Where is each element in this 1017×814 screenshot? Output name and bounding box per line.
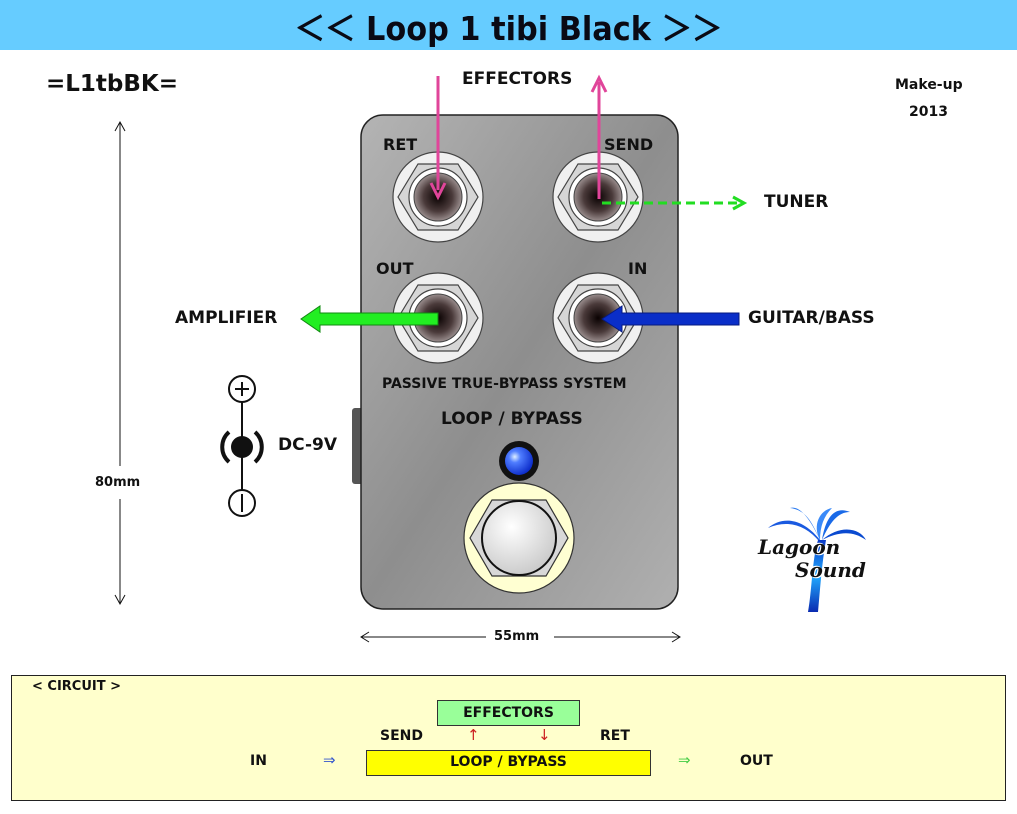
- send-arrow: [590, 74, 608, 199]
- ret-label: RET: [383, 135, 418, 154]
- circuit-out-arrow: ⇒: [678, 751, 691, 769]
- tuner-label: TUNER: [764, 192, 829, 212]
- lagoon-sound-logo: [768, 507, 866, 612]
- circuit-out-label: OUT: [740, 753, 773, 769]
- dc-power-label: DC-9V: [278, 435, 338, 455]
- send-label: SEND: [604, 135, 654, 154]
- page-title: ＜＜ Loop 1 tibi Black ＞＞: [294, 9, 723, 48]
- logo-text-lagoon: Lagoon: [758, 535, 841, 559]
- circuit-send-arrow: ↑: [467, 726, 480, 744]
- model-code: =L1tbBK=: [46, 71, 179, 97]
- circuit-heading: < CIRCUIT >: [32, 679, 122, 694]
- tuner-arrow: [602, 195, 748, 211]
- ret-arrow: [429, 76, 447, 201]
- jack-out: [392, 272, 484, 364]
- makeup-label: Make-up: [895, 77, 963, 93]
- circuit-in-label: IN: [250, 753, 267, 769]
- switch-label: LOOP / BYPASS: [441, 409, 583, 429]
- width-dimension: [360, 631, 681, 643]
- amplifier-label: AMPLIFIER: [175, 308, 278, 328]
- height-label: 80mm: [95, 475, 141, 490]
- circuit-in-arrow: ⇒: [323, 751, 336, 769]
- led-indicator: [505, 447, 533, 475]
- year-label: 2013: [909, 104, 948, 120]
- circuit-ret-arrow: ↓: [538, 726, 551, 744]
- out-label: OUT: [376, 259, 414, 278]
- effectors-label: EFFECTORS: [462, 69, 573, 89]
- circuit-effectors-box: EFFECTORS: [437, 700, 580, 726]
- footswitch[interactable]: [463, 482, 575, 594]
- circuit-loop-bypass-box: LOOP / BYPASS: [366, 750, 651, 776]
- jack-in: [552, 272, 644, 364]
- circuit-ret-label: RET: [600, 728, 630, 744]
- circuit-send-label: SEND: [380, 728, 423, 744]
- circuit-panel: [11, 675, 1006, 801]
- logo-text-sound: Sound: [795, 558, 866, 582]
- dc-power-symbol: [220, 375, 264, 517]
- guitar-arrow: [601, 305, 740, 333]
- guitar-bass-label: GUITAR/BASS: [748, 308, 875, 328]
- title-bar: [0, 0, 1017, 50]
- in-label: IN: [628, 259, 648, 278]
- amplifier-arrow: [300, 305, 439, 333]
- system-label: PASSIVE TRUE-BYPASS SYSTEM: [382, 376, 627, 392]
- width-label: 55mm: [494, 629, 540, 644]
- height-dimension: [114, 120, 126, 606]
